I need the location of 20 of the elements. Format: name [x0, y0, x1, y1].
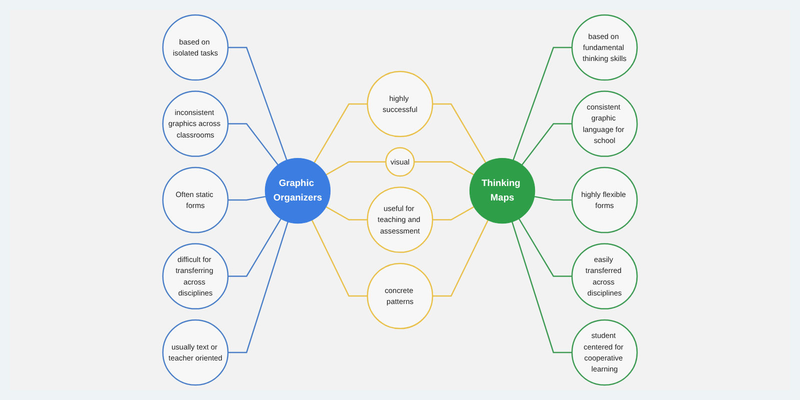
connector [311, 220, 368, 297]
connector [432, 206, 474, 220]
connector [228, 222, 288, 354]
connector [518, 218, 572, 277]
connector [228, 123, 278, 166]
connector [512, 222, 572, 354]
connector [326, 206, 368, 220]
connector [228, 218, 282, 277]
connector [432, 220, 489, 297]
connector [522, 123, 572, 166]
connector [534, 196, 572, 201]
connector [414, 161, 474, 176]
connector [326, 161, 386, 176]
connector [228, 196, 266, 201]
connector [512, 46, 572, 160]
connector [432, 103, 486, 164]
node-circle: Thinking Maps [469, 158, 536, 224]
node-circle: Graphic Organizers [264, 158, 331, 224]
connector [314, 103, 368, 164]
connector [228, 46, 288, 160]
